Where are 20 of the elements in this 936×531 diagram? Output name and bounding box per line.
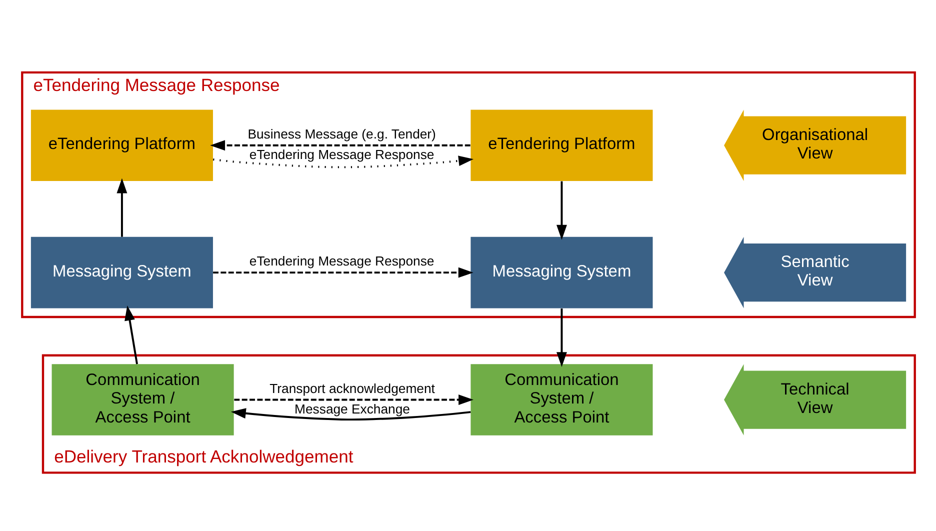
node-box: Messaging System <box>470 236 652 308</box>
arrow <box>116 178 127 237</box>
edge-label: Message Exchange <box>294 402 410 417</box>
arrow <box>556 308 566 368</box>
edge-label: eTendering Message Response <box>248 147 434 162</box>
edge-label: Business Message (e.g. Tender) <box>247 126 436 142</box>
arrow <box>210 140 470 151</box>
arrow <box>230 408 470 421</box>
node-box: eTendering Platform <box>470 110 652 181</box>
edge-label: eTendering Message Response <box>248 254 434 269</box>
arrow <box>124 306 138 364</box>
arrow <box>234 394 473 406</box>
arrow <box>212 267 473 278</box>
node-box: Messaging System <box>30 236 212 308</box>
arrow <box>212 156 474 168</box>
node-box: eTendering Platform <box>30 110 212 181</box>
node-box: Communication System / Access Point <box>470 364 652 436</box>
arrow <box>556 181 566 240</box>
edge-label: Transport acknowledgement <box>269 380 434 396</box>
node-box: Communication System / Access Point <box>51 364 234 436</box>
